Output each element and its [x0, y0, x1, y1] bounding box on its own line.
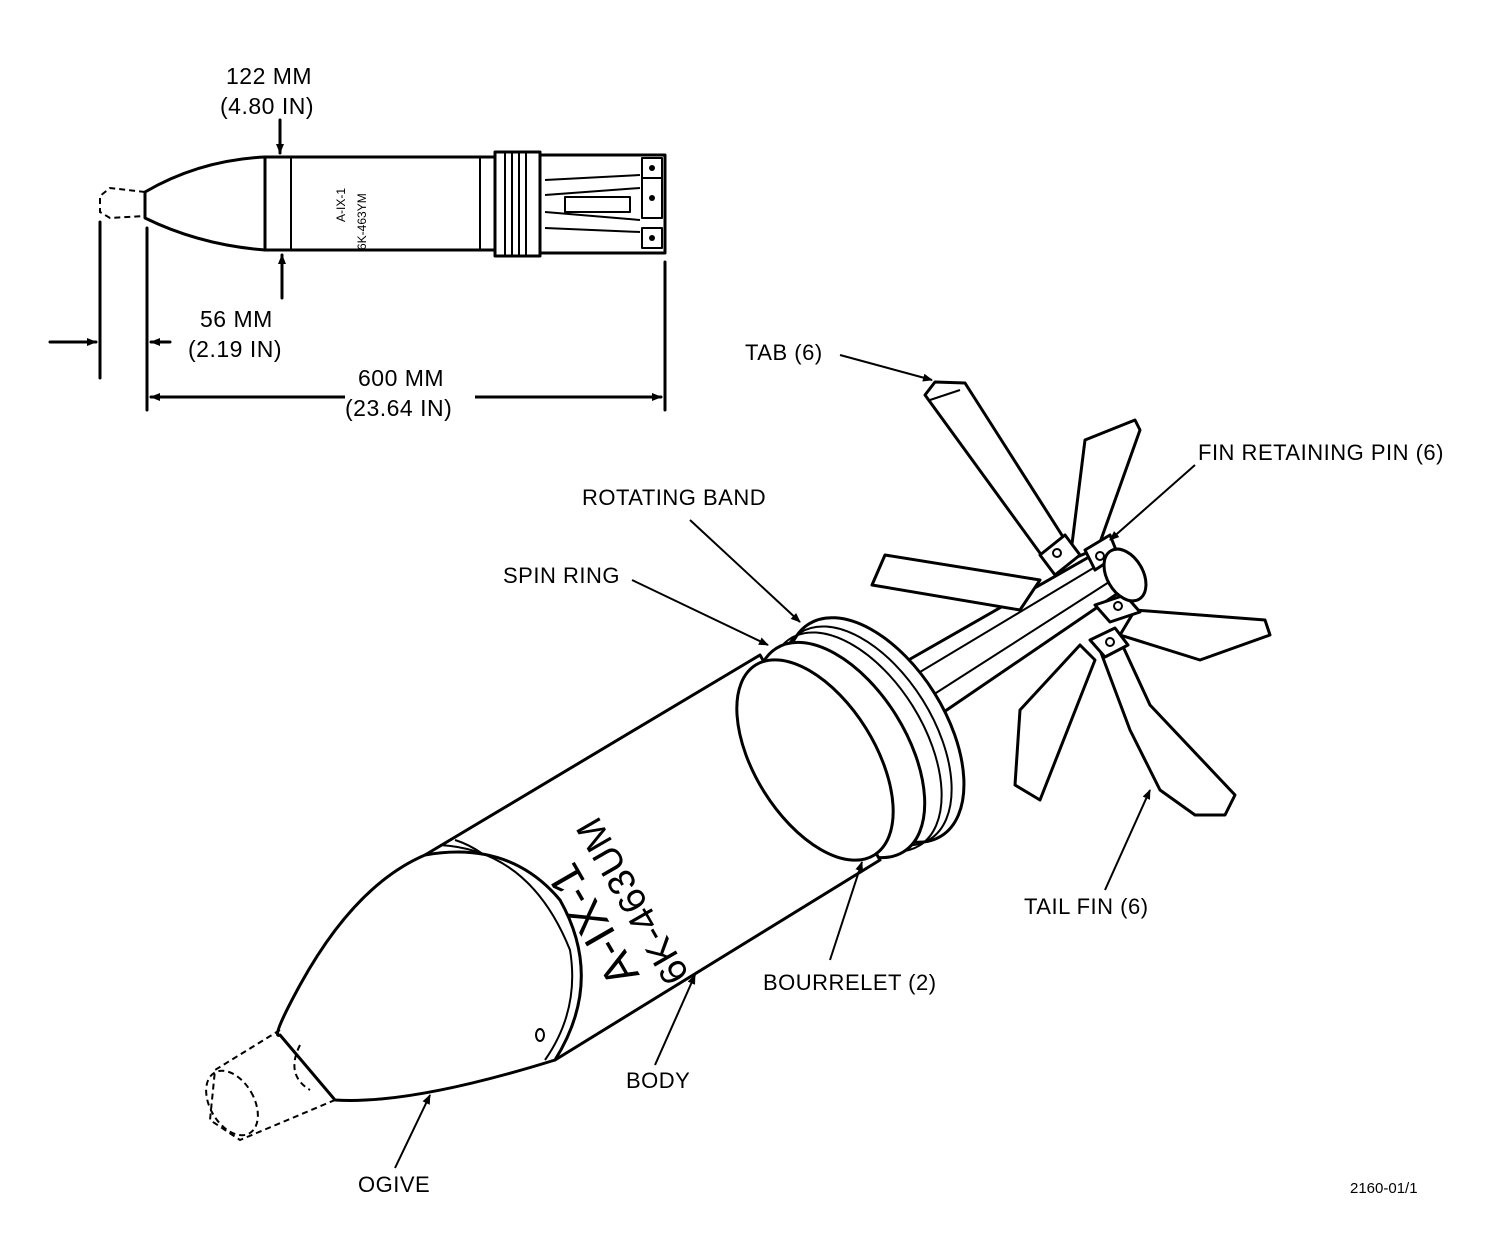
side-view: A-IX-1 6K-463YM: [99, 150, 667, 258]
leader-rotating-band: [689, 519, 801, 623]
tail-fins: [870, 380, 1272, 817]
label-rotating-band: ROTATING BAND: [582, 485, 766, 510]
label-body: BODY: [626, 1068, 690, 1093]
side-rotating-band: [493, 150, 542, 258]
dim-top-mm: 122 MM: [226, 63, 312, 89]
leader-ogive: [394, 1094, 431, 1169]
side-marking-1: A-IX-1: [334, 188, 348, 222]
dimensions: 122 MM (4.80 IN) 56 MM (2.19 IN) 600 MM …: [48, 63, 667, 421]
leader-spin-ring: [631, 579, 769, 646]
label-tail-fin: TAIL FIN (6): [1024, 894, 1149, 919]
callout-labels: TAB (6) FIN RETAINING PIN (6) ROTATING B…: [358, 340, 1444, 1197]
dim-bottom-mm: 56 MM: [200, 306, 273, 332]
label-fin-retaining-pin: FIN RETAINING PIN (6): [1198, 440, 1444, 465]
dim-bottom-in: (2.19 IN): [188, 336, 282, 362]
label-tab: TAB (6): [745, 340, 823, 365]
dim-length-mm: 600 MM: [358, 365, 444, 391]
fuze-outline: [208, 1029, 336, 1142]
fin-pin-block: [1088, 626, 1130, 659]
callout-leaders: [394, 354, 1196, 1169]
leader-fin-retaining-pin: [1109, 464, 1196, 541]
tail-fin: [1013, 643, 1097, 802]
label-ogive: OGIVE: [358, 1172, 430, 1197]
figure-number: 2160-01/1: [1350, 1180, 1418, 1197]
side-fuze-outline: [99, 186, 146, 220]
side-ogive: [143, 155, 267, 252]
leader-bourrelet: [829, 861, 864, 961]
leader-tail-fin: [1104, 789, 1151, 891]
label-bourrelet: BOURRELET (2): [763, 970, 937, 995]
leader-body: [654, 974, 696, 1066]
tail-fin: [870, 553, 1042, 612]
label-spin-ring: SPIN RING: [503, 563, 620, 588]
side-tail-assembly: [538, 153, 667, 255]
dim-top-in: (4.80 IN): [220, 93, 314, 119]
ogive: [276, 850, 583, 1102]
isometric-view: A-IX-1 6K-463UM: [205, 380, 1272, 1142]
dim-length-in: (23.64 IN): [345, 395, 452, 421]
side-body: [263, 155, 497, 252]
tail-fin: [923, 380, 1067, 562]
bourrelet: [735, 658, 895, 862]
tail-fin: [1118, 608, 1272, 662]
tail-fin: [1098, 638, 1237, 817]
side-marking-2: 6K-463YM: [355, 193, 369, 250]
tail-hub: [1102, 547, 1148, 603]
leader-tab: [839, 354, 933, 382]
